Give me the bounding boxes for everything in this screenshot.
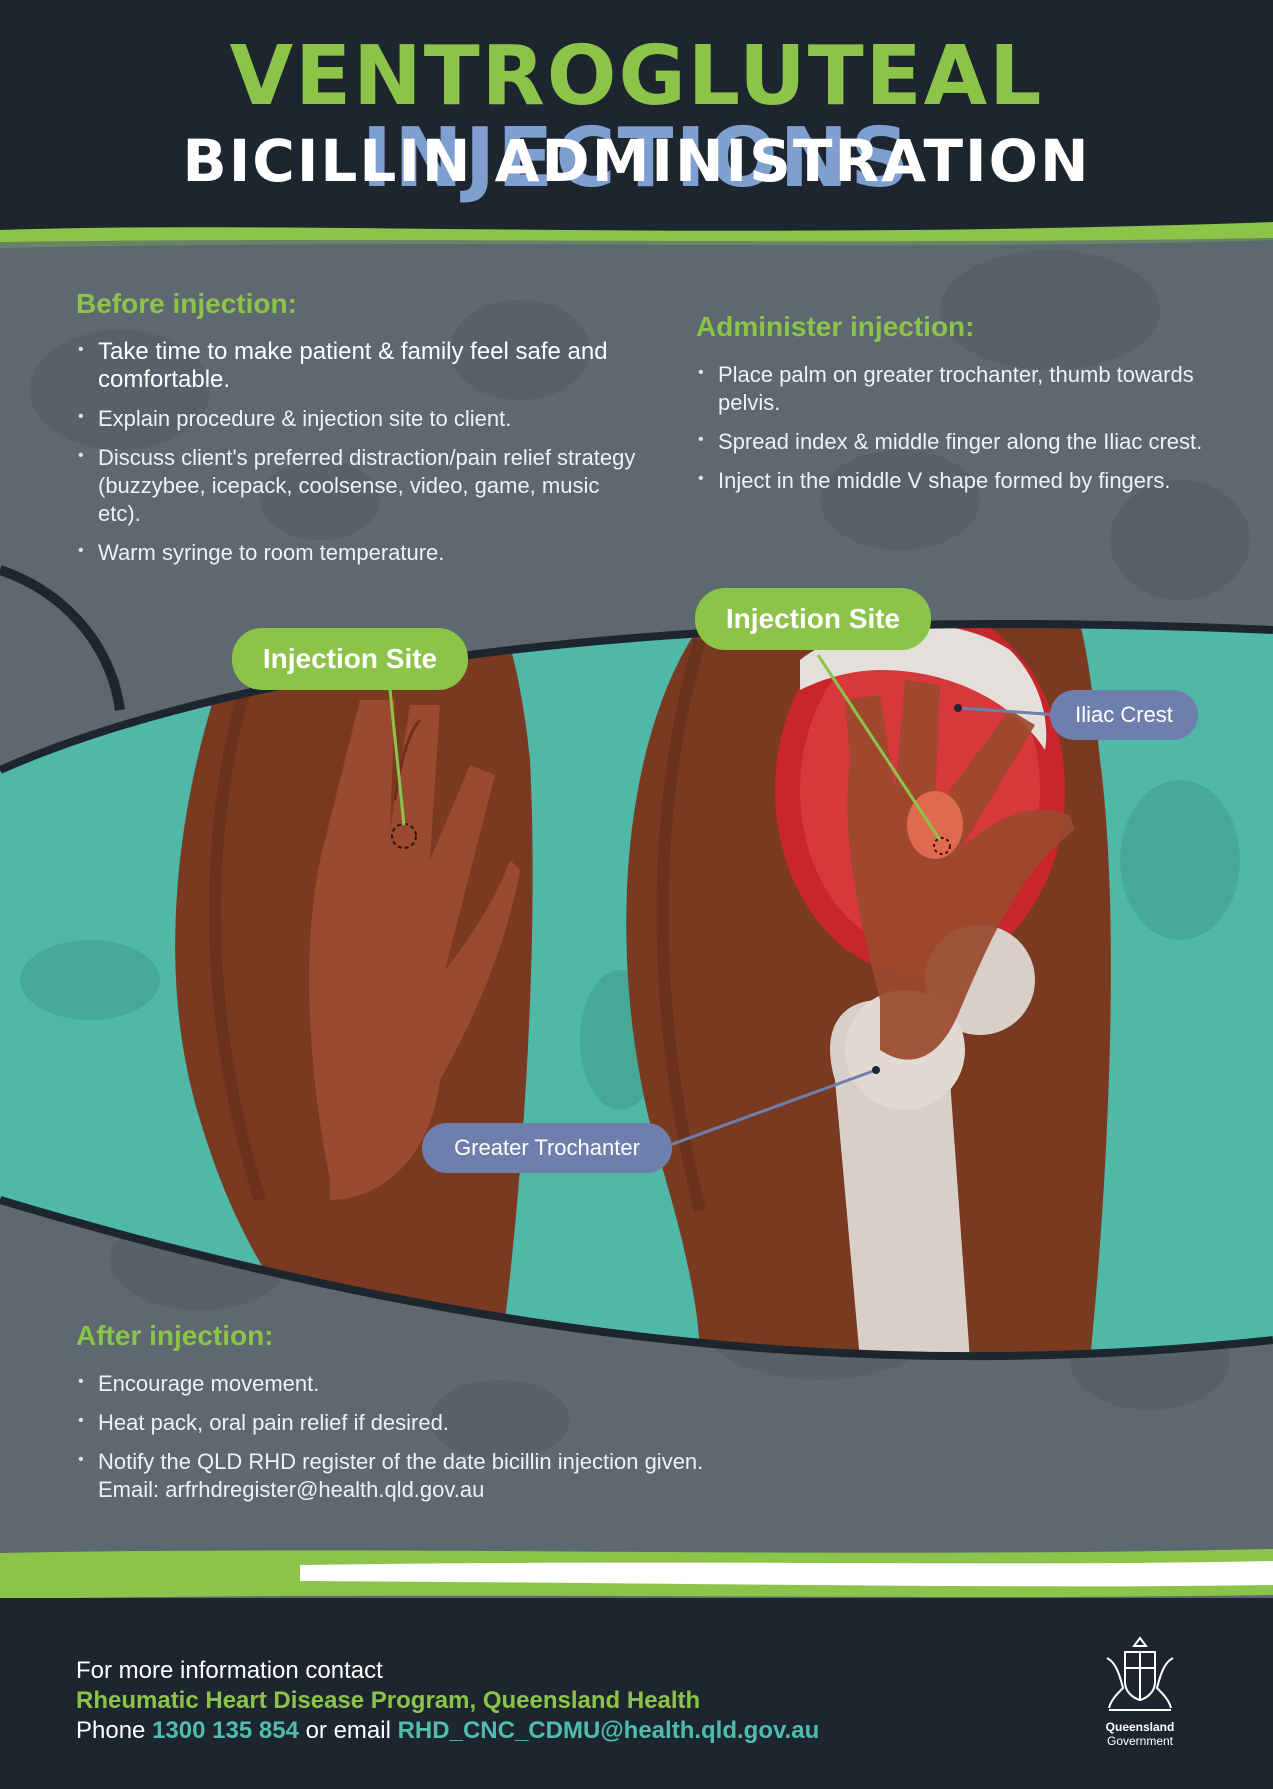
list-item: Place palm on greater trochanter, thumb … [696, 359, 1216, 417]
administer-injection-section: Administer injection: Place palm on grea… [696, 313, 1216, 506]
after-injection-section: After injection: Encourage movement. Hea… [76, 1322, 756, 1515]
title-part-blue: Injections [361, 111, 912, 206]
before-injection-heading: Before injection: [76, 288, 297, 319]
list-item: Encourage movement. [76, 1368, 716, 1398]
list-item: Heat pack, oral pain relief if desired. [76, 1407, 716, 1437]
list-item: Notify the QLD RHD register of the date … [76, 1446, 716, 1504]
after-injection-list: Encourage movement. Heat pack, oral pain… [76, 1368, 716, 1504]
header-banner [0, 0, 1273, 232]
title-part-green: Ventrogluteal [229, 29, 1044, 124]
queensland-coat-of-arms-icon [1106, 1636, 1174, 1711]
list-item: Discuss client's preferred distraction/p… [76, 442, 636, 528]
iliac-crest-label: Iliac Crest [1050, 690, 1198, 740]
header-brush-divider [0, 222, 1273, 252]
footer-contact: For more information contact Rheumatic H… [76, 1656, 976, 1746]
list-item: Warm syringe to room temperature. [76, 537, 636, 567]
footer-org: Rheumatic Heart Disease Program, Queensl… [76, 1687, 701, 1714]
administer-injection-list: Place palm on greater trochanter, thumb … [696, 359, 1216, 495]
injection-illustration [0, 620, 1273, 1361]
list-item: Inject in the middle V shape formed by f… [696, 465, 1216, 495]
administer-injection-heading: Administer injection: [696, 311, 975, 342]
greater-trochanter-label: Greater Trochanter [422, 1123, 672, 1173]
phone-number[interactable]: 1300 135 854 [152, 1717, 299, 1744]
phone-label: Phone [76, 1717, 146, 1744]
page-subtitle: Bicillin Administration [182, 127, 1091, 195]
injection-site-label-left: Injection Site [232, 628, 468, 690]
after-injection-heading: After injection: [76, 1320, 274, 1351]
footer-intro: For more information contact [76, 1657, 383, 1684]
gov-name: Queensland [1105, 1720, 1175, 1734]
footer-brush-divider [0, 1549, 1273, 1599]
before-injection-section: Before injection: Take time to make pati… [76, 290, 636, 578]
government-wordmark: Queensland Government [1090, 1720, 1190, 1748]
email-link[interactable]: RHD_CNC_CDMU@health.qld.gov.au [397, 1717, 820, 1744]
before-injection-list: Take time to make patient & family feel … [76, 336, 636, 567]
footer [0, 1598, 1273, 1789]
footer-contact-line: Phone 1300 135 854 or email RHD_CNC_CDMU… [76, 1716, 976, 1746]
gov-sub: Government [1106, 1734, 1174, 1748]
page-title: Ventrogluteal Injections [0, 36, 1273, 200]
injection-site-label-right: Injection Site [695, 588, 931, 650]
list-item: Take time to make patient & family feel … [76, 336, 636, 394]
email-label: or email [305, 1717, 391, 1744]
list-item: Spread index & middle finger along the I… [696, 426, 1216, 456]
list-item: Explain procedure & injection site to cl… [76, 403, 636, 433]
